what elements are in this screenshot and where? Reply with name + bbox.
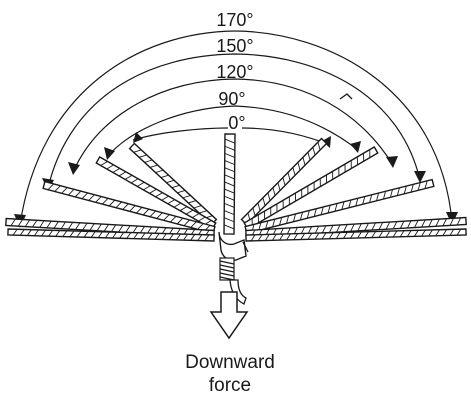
angle-label-120: 120° bbox=[216, 62, 253, 82]
angle-label-150: 150° bbox=[216, 36, 253, 56]
arc-arrowheads bbox=[14, 132, 458, 228]
blade-right-170 bbox=[245, 216, 467, 239]
blade-right-150 bbox=[244, 178, 435, 235]
blade-right-90 bbox=[240, 137, 328, 226]
hub-body bbox=[218, 231, 247, 262]
angle-labels: 170° 150° 120° 90° 0° bbox=[216, 10, 253, 133]
arrowhead-120-right bbox=[386, 156, 398, 168]
blade-left-120 bbox=[95, 156, 217, 230]
arc-90 bbox=[106, 105, 359, 158]
angle-label-170: 170° bbox=[216, 10, 253, 30]
blade-left-170 bbox=[5, 217, 215, 239]
arrowhead-120-left bbox=[68, 162, 80, 175]
arrowhead-150-right bbox=[414, 171, 426, 183]
angle-label-0: 0° bbox=[228, 113, 245, 133]
arrowhead-0-left bbox=[133, 132, 143, 143]
downward-force-arrow bbox=[209, 291, 249, 340]
arc-170 bbox=[19, 30, 453, 226]
arrowhead-0-right bbox=[322, 136, 331, 148]
arrowhead-90-left bbox=[104, 147, 115, 160]
pivot-hub bbox=[218, 231, 249, 305]
arrowhead-90-right bbox=[350, 141, 361, 153]
arc-0 bbox=[132, 127, 229, 141]
caption-line-1: Downward bbox=[185, 352, 275, 373]
caption-line-2: force bbox=[209, 375, 251, 396]
angle-arcs bbox=[19, 30, 453, 226]
angle-label-90: 90° bbox=[218, 89, 245, 109]
arc-150 bbox=[47, 53, 421, 189]
blade-positions bbox=[5, 133, 467, 242]
blade-base-left bbox=[7, 228, 215, 242]
blade-vertical bbox=[223, 133, 236, 235]
blade-base-right bbox=[245, 228, 467, 242]
hook bbox=[229, 279, 247, 305]
hub-strap bbox=[242, 241, 249, 253]
arc-tick-mark bbox=[339, 93, 353, 100]
arc-120 bbox=[72, 78, 394, 173]
